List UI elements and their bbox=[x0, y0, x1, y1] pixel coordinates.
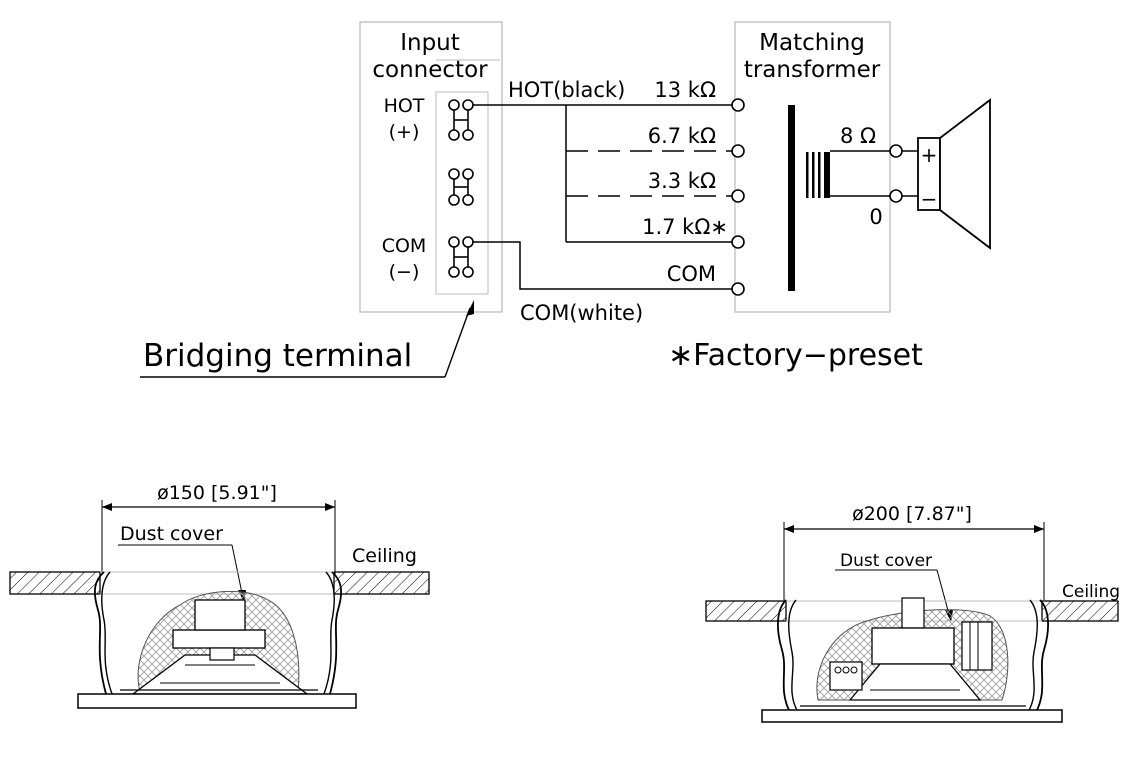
svg-text:+: + bbox=[921, 143, 938, 167]
tap-3k3: 3.3 kΩ bbox=[648, 169, 716, 193]
mount-small-dust-cover: Dust cover bbox=[120, 523, 223, 545]
transformer-title-2: transformer bbox=[744, 57, 881, 83]
com-sign: (−) bbox=[389, 261, 420, 283]
factory-preset-note: ∗Factory−preset bbox=[668, 338, 923, 373]
transformer-box bbox=[734, 21, 891, 313]
input-connector-title-1: Input bbox=[400, 30, 460, 56]
mount-small-baffle bbox=[77, 693, 357, 709]
mount-large-dust-cover: Dust cover bbox=[840, 551, 932, 571]
tap-com: COM bbox=[667, 262, 716, 286]
com-wire bbox=[473, 241, 736, 290]
speaker-icon: + − bbox=[917, 98, 991, 250]
mount-small: ø150 [5.91"] Dust cover Ceiling bbox=[9, 482, 430, 709]
terminal-com bbox=[448, 236, 474, 278]
bridging-terminal-label: Bridging terminal bbox=[143, 338, 412, 374]
bridging-arrowhead bbox=[466, 300, 474, 316]
speaker-impedance: 8 Ω bbox=[840, 124, 876, 148]
tap-6k7: 6.7 kΩ bbox=[648, 124, 716, 148]
terminal-block bbox=[435, 91, 489, 295]
tap-1k7: 1.7 kΩ∗ bbox=[642, 215, 728, 239]
mount-small-diameter: ø150 [5.91"] bbox=[157, 482, 277, 504]
mount-large-ceiling: Ceiling bbox=[1062, 582, 1120, 602]
com-label: COM bbox=[382, 235, 427, 257]
svg-text:−: − bbox=[921, 187, 938, 211]
mount-large-baffle bbox=[761, 709, 1063, 723]
hot-wire-label: HOT(black) bbox=[508, 78, 625, 102]
terminal-middle bbox=[448, 168, 474, 206]
hot-label: HOT bbox=[384, 95, 425, 117]
transformer-core bbox=[806, 152, 830, 198]
terminal-hot bbox=[448, 99, 474, 141]
tap-13k: 13 kΩ bbox=[654, 78, 716, 102]
mount-small-ceiling: Ceiling bbox=[352, 545, 417, 567]
transformer-title-1: Matching bbox=[759, 30, 865, 56]
com-wire-label: COM(white) bbox=[520, 301, 643, 325]
input-connector-title-2: connector bbox=[372, 57, 488, 83]
speaker-zero: 0 bbox=[869, 205, 882, 229]
primary-terminals bbox=[731, 98, 745, 296]
wiring-diagram: Input connector HOT (+) COM (−) Matching… bbox=[140, 21, 991, 378]
mount-large: ø200 [7.87"] Dust cover Ceiling bbox=[705, 503, 1120, 723]
mount-large-diameter: ø200 [7.87"] bbox=[852, 503, 972, 525]
hot-sign: (+) bbox=[389, 121, 420, 143]
primary-winding bbox=[788, 105, 795, 291]
input-connector-box bbox=[359, 21, 503, 313]
bridging-leader bbox=[444, 307, 471, 378]
